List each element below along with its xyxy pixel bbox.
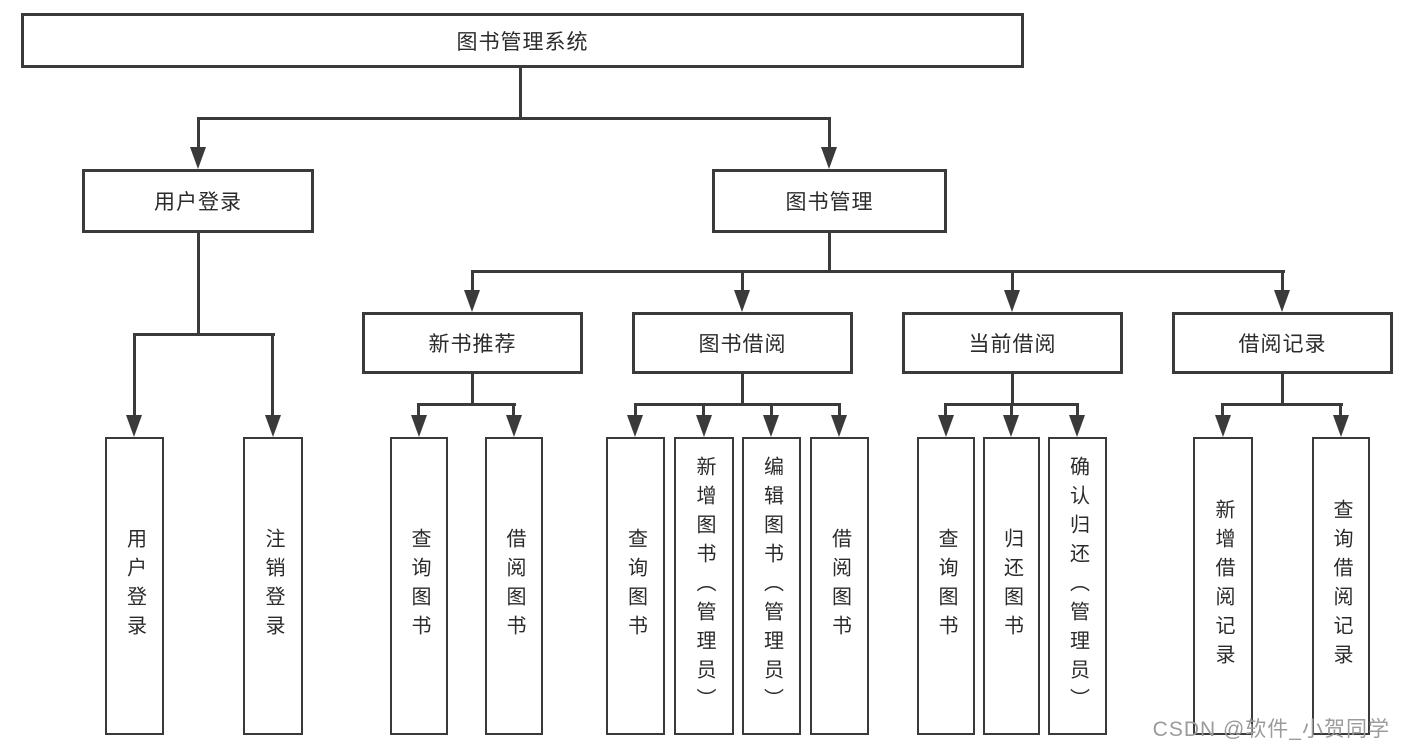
leaf-query-books-current: 查询图书 [917,437,975,735]
connector-line [417,403,420,415]
connector-line [634,403,637,415]
connector-line [1221,403,1343,406]
connector-line [271,333,274,415]
connector-line [471,270,1285,273]
connector-line [1011,374,1014,406]
connector-line [197,117,831,120]
connector-line [133,333,136,415]
connector-arrow-down [126,415,142,437]
connector-line [702,403,705,415]
node-label: 图书管理系统 [456,30,589,54]
leaf-return-books: 归还图书 [983,437,1040,735]
node-label: 新增图书（管理员） [693,455,715,717]
node-label: 查询图书 [408,528,430,644]
node-label: 确认归还（管理员） [1066,455,1089,717]
node-book-management: 图书管理 [712,169,947,233]
connector-arrow-down [411,415,427,437]
connector-arrow-down [190,147,206,169]
connector-arrow-down [763,415,779,437]
leaf-confirm-return-admin: 确认归还（管理员） [1048,437,1107,735]
connector-arrow-down [1003,415,1019,437]
node-label: 借阅图书 [828,528,851,644]
connector-arrow-down [1333,415,1349,437]
node-label: 查询图书 [935,528,957,644]
connector-line [828,117,831,149]
connector-line [197,117,200,149]
connector-line [741,374,744,406]
connector-line [1281,270,1284,292]
node-label: 新增借阅记录 [1212,499,1234,673]
connector-arrow-down [1004,290,1020,312]
node-label: 用户登录 [154,191,242,214]
connector-arrow-down [821,147,837,169]
leaf-logout: 注销登录 [243,437,303,735]
node-root-system: 图书管理系统 [21,13,1024,68]
connector-arrow-down [938,415,954,437]
leaf-edit-books-admin: 编辑图书（管理员） [742,437,801,735]
node-label: 新书推荐 [428,333,517,356]
leaf-query-books-recommend: 查询图书 [390,437,448,735]
node-current-borrow: 当前借阅 [902,312,1123,374]
connector-arrow-down [265,415,281,437]
node-label: 用户登录 [123,528,146,644]
connector-line [471,270,474,292]
leaf-add-borrow-record: 新增借阅记录 [1193,437,1253,735]
leaf-borrow-books: 借阅图书 [810,437,869,735]
connector-line [1281,374,1284,406]
connector-arrow-down [1215,415,1231,437]
leaf-add-books-admin: 新增图书（管理员） [674,437,734,735]
leaf-user-login: 用户登录 [105,437,164,735]
node-label: 图书借阅 [698,333,787,356]
connector-line [1339,403,1342,415]
leaf-query-books-borrow: 查询图书 [606,437,665,735]
connector-line [838,403,841,415]
node-label: 编辑图书（管理员） [760,455,783,717]
node-label: 查询图书 [624,528,647,644]
connector-line [1076,403,1079,415]
connector-line [471,374,474,406]
node-new-book-recommend: 新书推荐 [362,312,583,374]
connector-line [133,333,275,336]
connector-line [1010,403,1013,415]
connector-line [1221,403,1224,415]
connector-line [512,403,515,415]
node-label: 借阅记录 [1238,333,1327,356]
connector-line [634,403,841,406]
csdn-watermark: CSDN @软件_小贺同学 [1152,718,1390,741]
node-label: 查询借阅记录 [1330,499,1352,673]
connector-arrow-down [831,415,847,437]
connector-arrow-down [734,290,750,312]
node-label: 注销登录 [262,528,284,644]
connector-arrow-down [506,415,522,437]
leaf-query-borrow-record: 查询借阅记录 [1312,437,1370,735]
node-user-login: 用户登录 [82,169,314,233]
connector-arrow-down [1274,290,1290,312]
node-label: 图书管理 [785,191,874,214]
connector-arrow-down [1069,415,1085,437]
connector-line [944,403,947,415]
node-book-borrow: 图书借阅 [632,312,853,374]
connector-line [741,270,744,292]
connector-arrow-down [464,290,480,312]
connector-line [519,68,522,120]
leaf-borrow-books-recommend: 借阅图书 [485,437,543,735]
connector-line [828,233,831,273]
node-label: 借阅图书 [503,528,525,644]
connector-line [197,233,200,335]
connector-arrow-down [696,415,712,437]
node-label: 归还图书 [1000,528,1023,644]
node-borrow-records: 借阅记录 [1172,312,1393,374]
node-label: 当前借阅 [968,333,1057,356]
connector-line [1011,270,1014,292]
connector-line [770,403,773,415]
connector-arrow-down [627,415,643,437]
connector-line [417,403,516,406]
